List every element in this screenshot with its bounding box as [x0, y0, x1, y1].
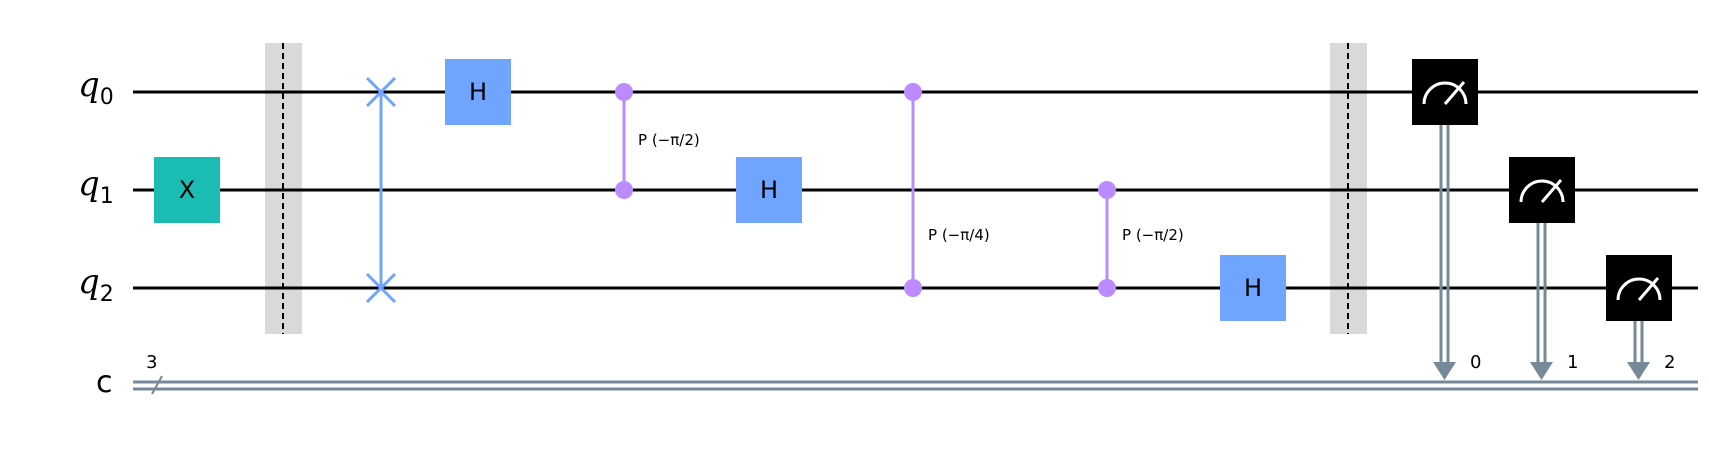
classical-register-label: c	[96, 365, 113, 400]
svg-text:P (−π/2): P (−π/2)	[1122, 226, 1184, 244]
svg-text:P (−π/2): P (−π/2)	[638, 131, 700, 149]
classical-bit-1-label: 1	[1567, 352, 1578, 373]
classical-bit-2-label: 2	[1664, 352, 1675, 373]
svg-text:H: H	[1244, 274, 1262, 302]
qubit-label-q2: q2	[78, 262, 114, 307]
h-gate-q2: H	[1220, 255, 1286, 321]
x-gate: X	[154, 157, 220, 223]
classical-bus-slash	[151, 375, 163, 395]
h-gate-q1: H	[736, 157, 802, 223]
measure-gate-q0	[1412, 59, 1478, 380]
svg-text:P (−π/4): P (−π/4)	[928, 226, 990, 244]
measure-gate-q1	[1509, 157, 1575, 380]
cphase-gate-q0-q1: P (−π/2)	[615, 83, 700, 199]
cphase-gate-q1-q2: P (−π/2)	[1098, 181, 1184, 297]
qubit-label-q1: q1	[78, 164, 114, 209]
h-gate-q0: H	[445, 59, 511, 125]
cphase-gate-q0-q2: P (−π/4)	[904, 83, 990, 297]
svg-text:H: H	[760, 176, 778, 204]
measure-gate-q2	[1606, 255, 1672, 380]
svg-text:H: H	[469, 78, 487, 106]
classical-bit-0-label: 0	[1470, 352, 1481, 373]
qubit-label-q0: q0	[78, 65, 114, 110]
svg-text:X: X	[179, 176, 195, 204]
classical-register-size: 3	[146, 352, 157, 373]
swap-gate	[365, 76, 397, 304]
